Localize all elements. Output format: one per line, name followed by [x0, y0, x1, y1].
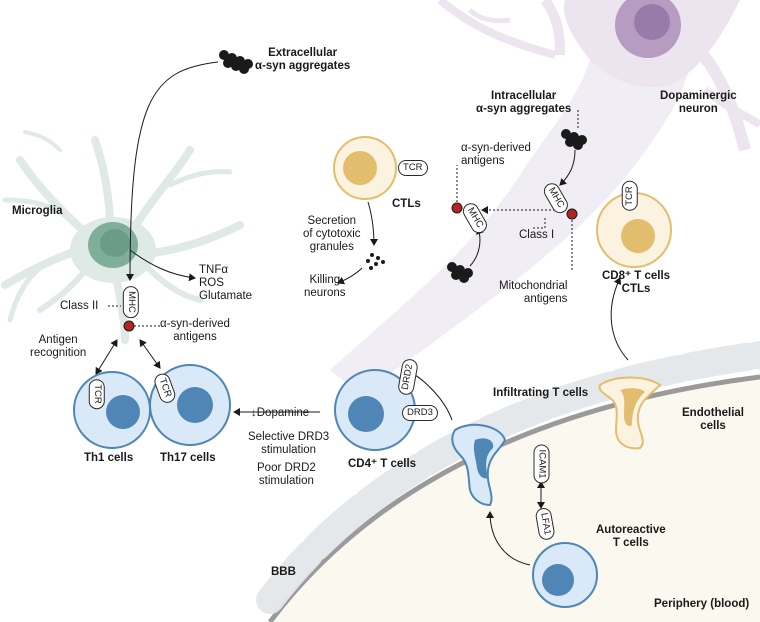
intracellular-line-1: Intracellular — [491, 90, 557, 102]
antigen-dot-microglia — [123, 320, 135, 332]
secretion-line-2: of cytotoxic — [303, 228, 361, 240]
antigen-dot-right — [566, 208, 578, 220]
microglia-label: Microglia — [12, 205, 63, 217]
cytotoxic-granules-icon — [366, 253, 385, 270]
intracellular-label: Intracellular α-syn aggregates — [476, 90, 571, 116]
autoreactive-t-cell — [532, 542, 598, 608]
dopaminergic-line-2: neuron — [678, 103, 718, 115]
autoreactive-line-2: T cells — [612, 537, 649, 549]
killing-line-1: Killing — [309, 274, 341, 286]
asyn-antigens-left-label: α-syn-derived antigens — [160, 318, 230, 344]
asyn-antigens-left-line-1: α-syn-derived — [160, 318, 230, 330]
axon-aggregate-icon — [447, 262, 473, 283]
icam1-pill: ICAM1 — [533, 444, 550, 484]
dopaminergic-line-1: Dopaminergic — [660, 90, 737, 102]
migrating-t-cell — [451, 423, 507, 507]
dopaminergic-label: Dopaminergic neuron — [660, 90, 737, 116]
intracellular-aggregate-icon — [561, 129, 587, 150]
dopaminergic-neuron — [330, 0, 760, 395]
asyn-antigens-left-line-2: antigens — [173, 331, 217, 343]
tcr-pill-ctl: TCR — [398, 160, 428, 176]
class-i-label: Class I — [519, 229, 555, 241]
antigen-recognition-line-2: recognition — [30, 347, 87, 359]
secretion-line-1: Secretion — [307, 215, 357, 227]
drd3-stim-line-1: Selective DRD3 — [248, 431, 330, 443]
infiltrating-label: Infiltrating T cells — [493, 387, 589, 399]
autoreactive-label: Autoreactive T cells — [596, 524, 666, 550]
arrow-ctl-to-granules — [367, 201, 378, 246]
tnf-label: TNFα ROS Glutamate — [199, 264, 252, 303]
arrow-autoreactive-to-migrating — [486, 511, 531, 566]
extracellular-line-1: Extracellular — [268, 47, 338, 59]
migrating-ctl — [598, 376, 662, 450]
drd2-stim-line-1: Poor DRD2 — [257, 462, 316, 474]
tnf-line-2: ROS — [199, 277, 224, 289]
arrow-microglia-release — [129, 249, 196, 282]
killing-label: Killing neurons — [304, 274, 346, 300]
asyn-antigens-right-line-1: α-syn-derived — [461, 142, 531, 154]
extracellular-label: Extracellular α-syn aggregates — [255, 47, 350, 73]
drd2-stim-label: Poor DRD2 stimulation — [257, 462, 316, 488]
arrow-granules-to-killing — [337, 267, 363, 285]
extracellular-aggregate-icon — [219, 50, 253, 74]
endothelial-line-1: Endothelial — [682, 407, 744, 419]
tnf-line-3: Glutamate — [199, 290, 253, 302]
mhc-pill-microglia: MHC — [122, 286, 139, 318]
endothelial-label: Endothelial cells — [682, 407, 744, 433]
arrow-microglia-th17 — [139, 339, 161, 369]
asyn-antigens-right-line-2: antigens — [461, 155, 505, 167]
endothelial-line-2: cells — [700, 420, 726, 432]
cd4-label: CD4⁺ T cells — [348, 458, 417, 470]
tcr-pill-th1: TCR — [88, 379, 105, 409]
asyn-antigens-right-label: α-syn-derived antigens — [461, 142, 531, 168]
bbb-label: BBB — [271, 566, 296, 578]
class-ii-label: Class II — [60, 300, 99, 312]
mito-antigens-label: Mitochondrial antigens — [499, 280, 567, 306]
antigen-recognition-line-1: Antigen — [38, 334, 78, 346]
ctl-cell-top — [333, 136, 397, 200]
antigen-recognition-label: Antigen recognition — [30, 334, 86, 360]
secretion-label: Secretion of cytotoxic granules — [303, 215, 361, 254]
extracellular-line-2: α-syn aggregates — [255, 60, 351, 72]
leader-class-i — [532, 218, 546, 229]
antigen-dot-left — [451, 202, 463, 214]
cd8-line-1: CD8⁺ T cells — [602, 270, 671, 282]
arrow-intracellular-to-mhc — [559, 149, 576, 186]
cd4-t-cell — [334, 369, 416, 451]
periphery-label: Periphery (blood) — [654, 598, 750, 610]
killing-line-2: neurons — [304, 287, 346, 299]
arrow-endothelial-to-cd8 — [610, 277, 629, 361]
microglia-cell — [1, 130, 244, 344]
ctls-top-label: CTLs — [392, 198, 421, 210]
mito-antigens-line-2: antigens — [523, 293, 568, 305]
cd8-line-2: CTLs — [621, 283, 651, 295]
drd3-stim-line-2: stimulation — [261, 444, 317, 456]
th17-label: Th17 cells — [160, 452, 216, 464]
mito-antigens-line-1: Mitochondrial — [499, 280, 568, 292]
arrow-microglia-th1 — [95, 339, 118, 375]
arrow-extracellular-to-microglia — [126, 61, 219, 281]
tcr-pill-cd8: TCR — [621, 181, 638, 211]
cd8-t-cell — [596, 192, 672, 268]
dopamine-label: ↓Dopamine — [251, 407, 310, 419]
drd3-stim-label: Selective DRD3 stimulation — [248, 431, 329, 457]
autoreactive-line-1: Autoreactive — [596, 524, 666, 536]
drd2-stim-line-2: stimulation — [258, 475, 314, 487]
intracellular-line-2: α-syn aggregates — [476, 103, 572, 115]
secretion-line-3: granules — [309, 241, 354, 253]
drd3-pill: DRD3 — [402, 405, 438, 421]
th1-cell — [73, 371, 151, 449]
tnf-line-1: TNFα — [199, 264, 229, 276]
cd8-label: CD8⁺ T cells CTLs — [602, 270, 670, 296]
th1-label: Th1 cells — [84, 452, 134, 464]
